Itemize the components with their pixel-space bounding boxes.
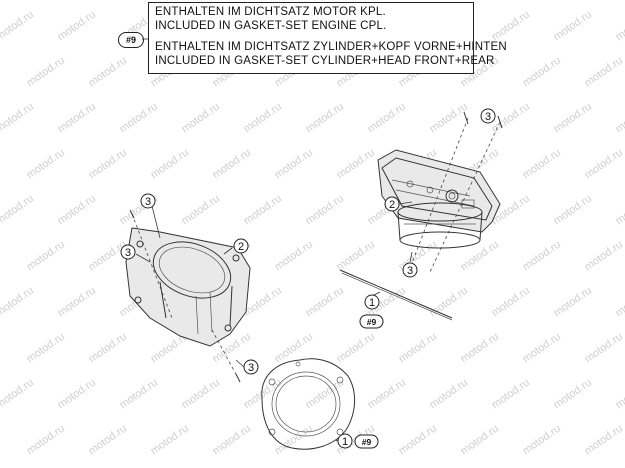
svg-text:3: 3 (125, 247, 131, 259)
legend-ref-tag: #9 (118, 32, 144, 48)
callout-3-bolt-left: 3 (120, 244, 136, 260)
bolt-axis-line (131, 213, 173, 319)
bolt-part (463, 111, 469, 125)
callout-2-cylinder-front: 2 (384, 196, 400, 212)
callout-leader (409, 251, 413, 263)
svg-text:3: 3 (145, 196, 151, 208)
cylinder-front-part (397, 202, 483, 249)
callout-2-cylinder-rear: 2 (233, 238, 249, 254)
svg-text:1: 1 (369, 297, 375, 309)
callout-3-bolt-left-top: 3 (140, 193, 156, 209)
bolt-part (497, 115, 503, 129)
callout-1-base-gasket: 1 (337, 433, 353, 449)
svg-text:#9: #9 (362, 437, 372, 447)
callout-3-bolt-left-bottom: 3 (243, 359, 259, 375)
legend-line-de-cylinder: ENTHALTEN IM DICHTSATZ ZYLINDER+KOPF VOR… (155, 41, 507, 53)
callout-3-bolt-right: 3 (402, 262, 418, 278)
legend-line-de-engine: ENTHALTEN IM DICHTSATZ MOTOR KPL. (155, 6, 386, 18)
cylinder-head-part (377, 149, 501, 233)
base-gasket-part (261, 358, 355, 450)
svg-text:3: 3 (248, 362, 254, 374)
ref-tag-base-gasket: #9 (354, 434, 379, 449)
cylinder-rear-part (125, 227, 251, 347)
bolt-part (235, 373, 241, 383)
legend-line-en-engine: INCLUDED IN GASKET-SET ENGINE CPL. (155, 19, 387, 32)
callout-leader (135, 253, 151, 263)
svg-text:2: 2 (389, 199, 395, 211)
head-gasket-side-part (339, 269, 453, 321)
svg-text:3: 3 (407, 265, 413, 277)
svg-text:2: 2 (238, 241, 244, 253)
legend-line-en-cylinder: INCLUDED IN GASKET-SET CYLINDER+HEAD FRO… (155, 54, 495, 67)
callout-leader (151, 205, 161, 239)
ref-tag-head-gasket: #9 (359, 314, 384, 329)
callout-leader (223, 247, 233, 255)
bolt-axis-line (409, 117, 469, 269)
callout-leader (235, 359, 245, 368)
svg-text:#9: #9 (367, 317, 377, 327)
svg-text:1: 1 (342, 436, 348, 448)
legend-box: ENTHALTEN IM DICHTSATZ MOTOR KPL. INCLUD… (148, 2, 507, 74)
bolt-part (129, 209, 135, 219)
callout-1-head-gasket: 1 (364, 294, 380, 310)
svg-text:3: 3 (485, 111, 491, 123)
callout-leader (398, 201, 413, 205)
callout-3-bolt-head: 3 (480, 108, 496, 124)
